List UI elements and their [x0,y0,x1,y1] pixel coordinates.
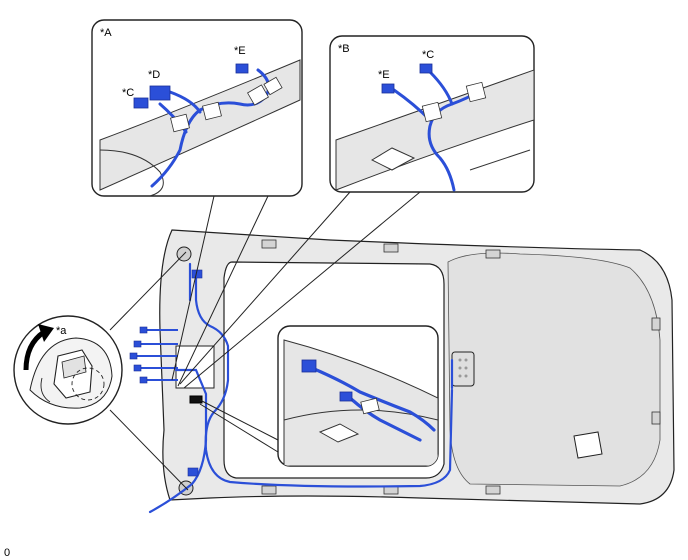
rotate-clip-inset: *a [13,315,123,425]
edge-clip [651,411,661,425]
tape-clamp [170,113,190,133]
harness-connector [339,391,353,402]
rear-grab-handle-cutout [573,431,603,459]
detail-c-harness [310,366,436,432]
detail-a-part-e: *E [234,45,246,57]
rotate-tag: *a [56,325,67,337]
tape-clamp [247,84,269,106]
connector-d [149,85,171,101]
tape-clamp [465,81,487,103]
edge-clip [485,485,501,495]
illustration-code: 0 [4,547,10,559]
detail-harness-clamp-callout [277,325,439,467]
connector-c [133,97,149,109]
detail-a-tag: *A [100,27,112,39]
tape-clamp [263,76,283,96]
detail-b-part-e: *E [378,69,390,81]
edge-clip [261,239,277,249]
detail-b-harness [427,90,480,192]
edge-clip [383,243,399,253]
leader-lines [109,191,421,491]
harness-connector [301,359,317,373]
edge-clip [651,317,661,331]
connector-e [235,63,249,74]
edge-clip [485,249,501,259]
harness-connector [129,352,138,360]
rotate-arrow-icon [23,329,46,371]
tape-clamp [421,101,443,123]
detail-a-part-d: *D [148,69,160,81]
harness-connector [139,376,148,384]
harness-connector [133,364,142,372]
connector-c [419,63,433,74]
detail-b-callout: *B *E *C [329,35,535,193]
detail-a-callout: *A *C *D *E [91,19,303,197]
detail-b-tag: *B [338,43,350,55]
detail-b-part-c: *C [422,49,434,61]
roof-wire-harness [148,262,208,514]
detail-a-harness [150,68,271,188]
edge-clip [261,485,277,495]
connector-e [381,83,395,94]
harness-connector [133,340,142,348]
tape-clamp [202,101,222,121]
harness-connector [139,326,148,334]
rear-headliner-contour [447,252,661,487]
map-lamp-housing [451,351,475,387]
harness-connector [187,467,199,477]
detail-a-part-c: *C [122,87,134,99]
callout-c-target-box [189,395,203,404]
tape-clamp [360,397,380,415]
